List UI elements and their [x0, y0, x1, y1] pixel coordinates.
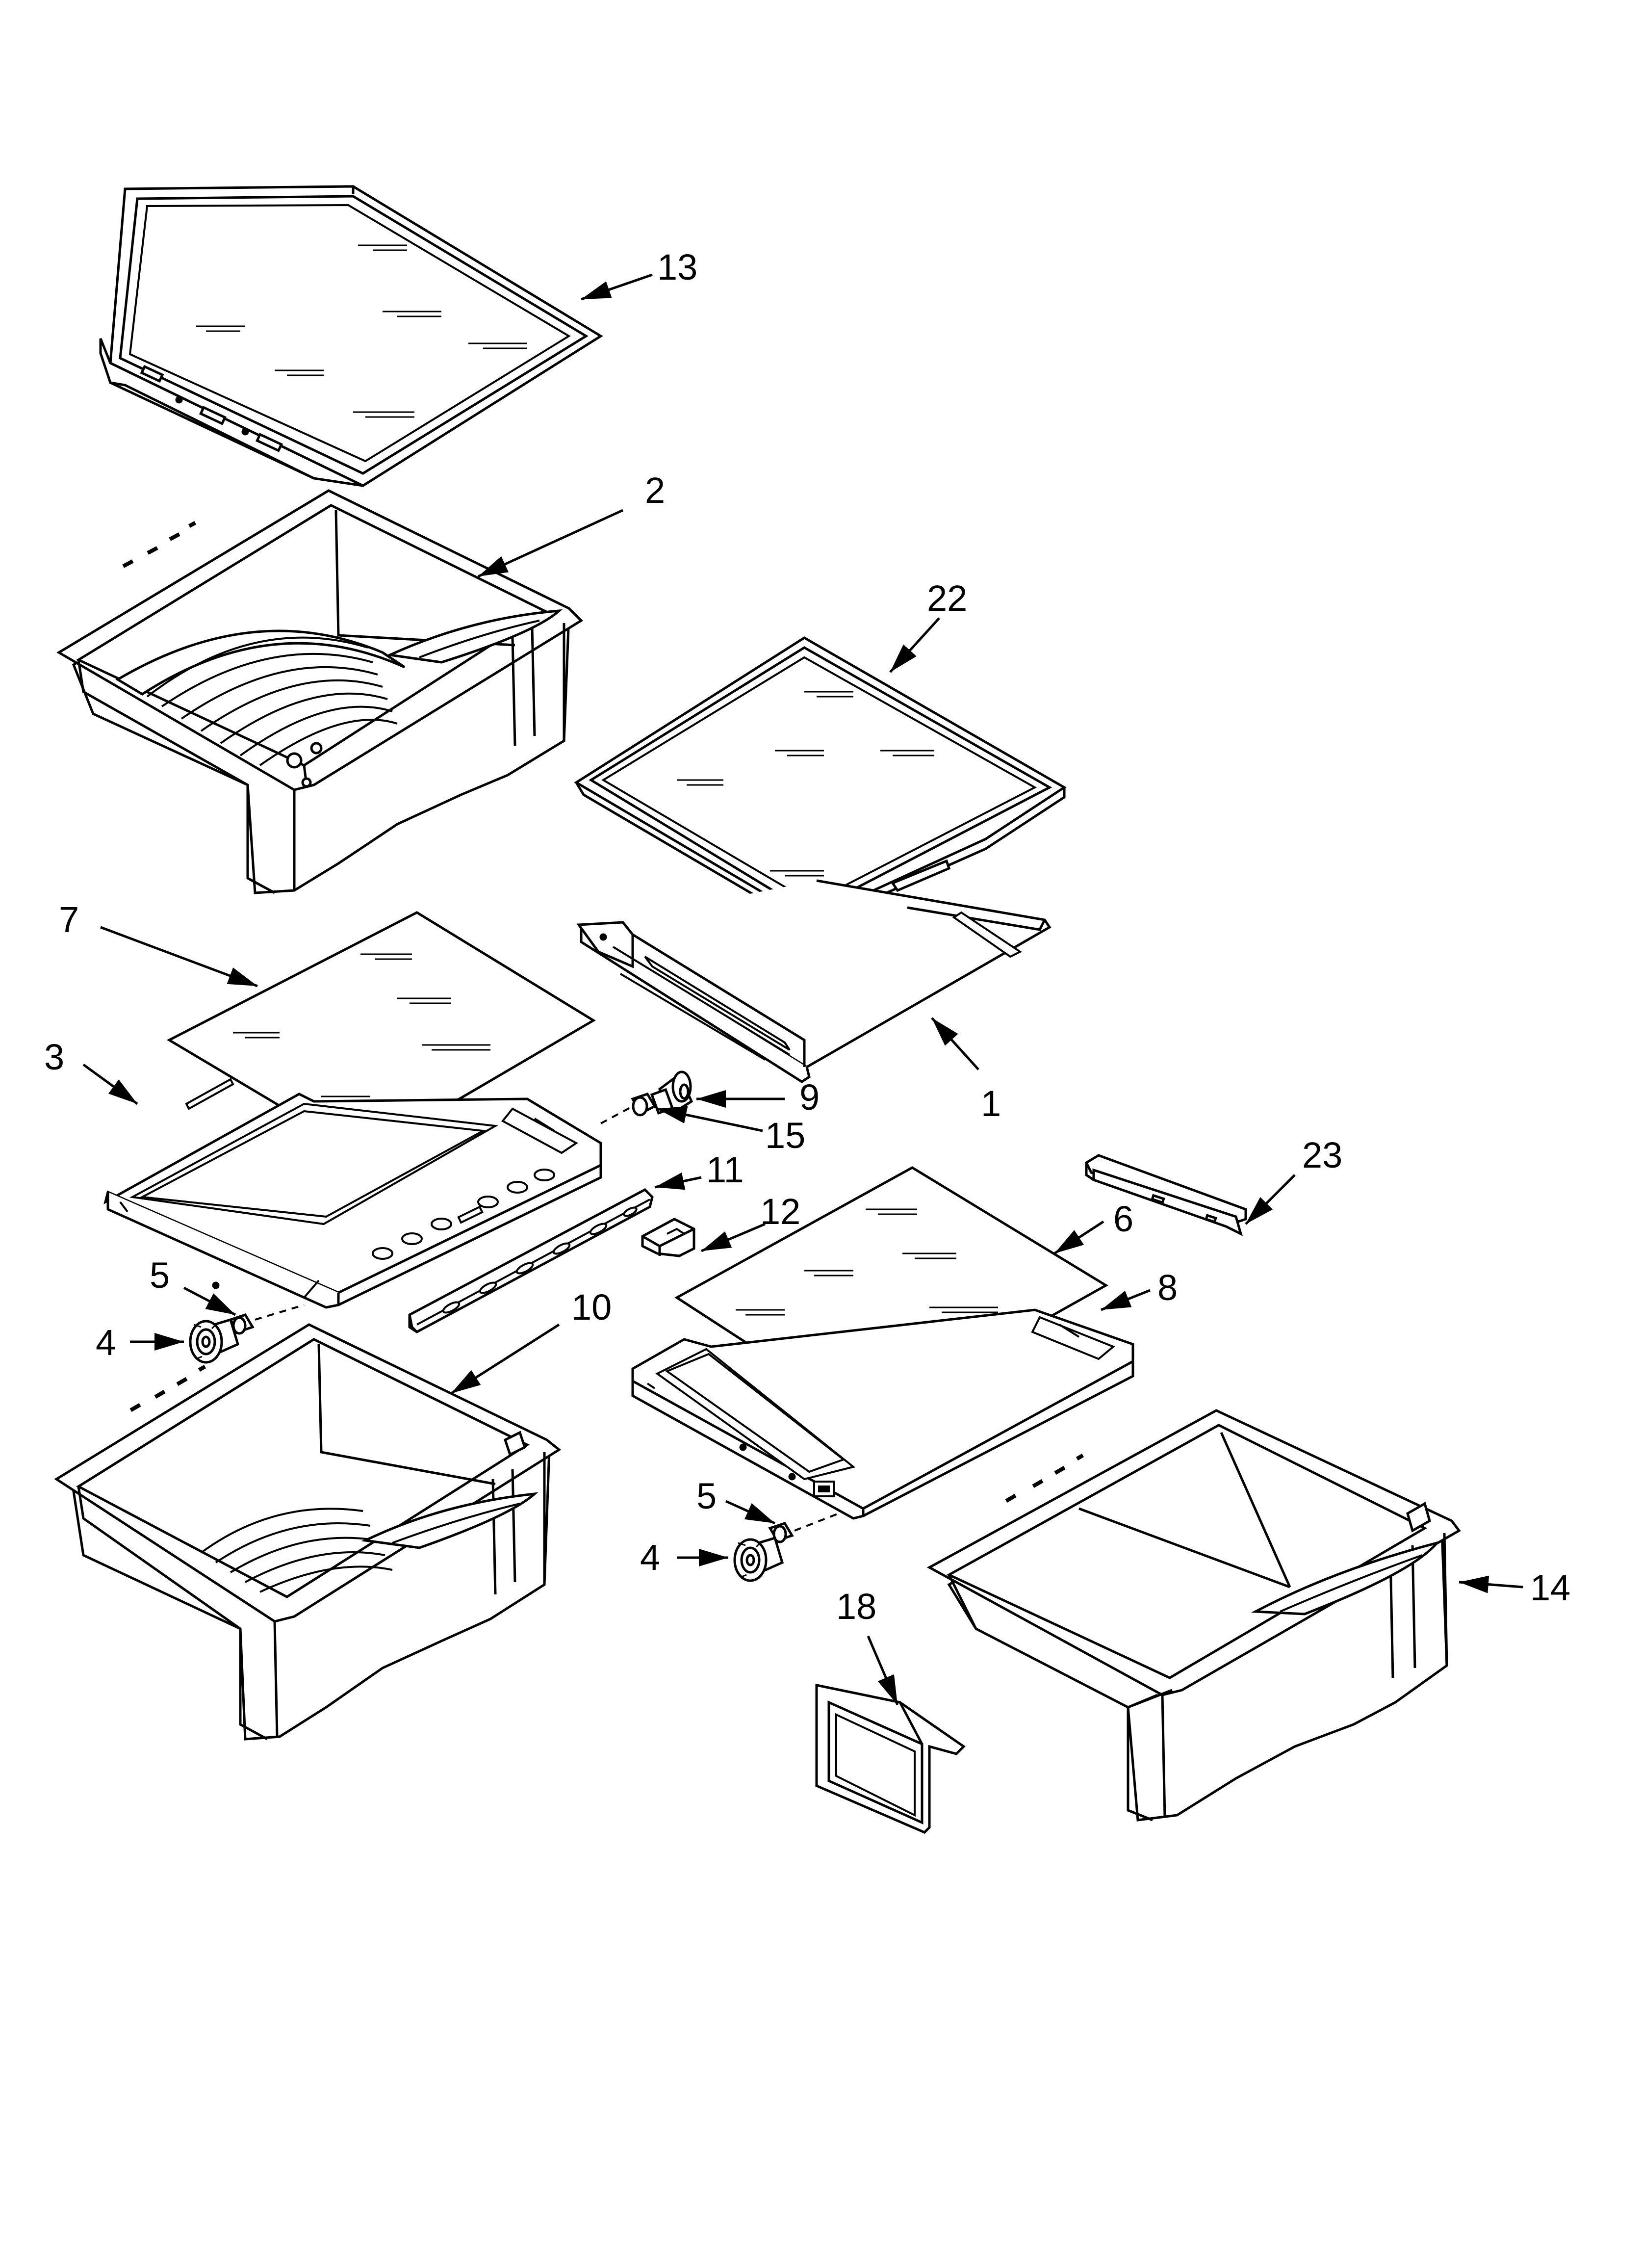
leader-5a: [183, 1286, 236, 1316]
roller-dashed-line-right: [794, 1512, 839, 1532]
leader-14: [1459, 1575, 1523, 1593]
part-9-roller: [652, 1072, 692, 1114]
leader-13: [581, 273, 653, 301]
leader-2: [477, 509, 624, 578]
callout-1: 1: [981, 1083, 1001, 1124]
callout-10: 10: [571, 1287, 612, 1328]
callout-14: 14: [1530, 1567, 1570, 1608]
part-18-label-card: [817, 1685, 964, 1832]
leader-10: [450, 1323, 560, 1395]
leader-lines: [82, 273, 1523, 1705]
leader-7: [100, 926, 258, 988]
part-5-screw-left: [231, 1315, 253, 1333]
leader-6: [1053, 1220, 1104, 1255]
callout-13: 13: [657, 247, 697, 287]
callout-2: 2: [645, 470, 665, 511]
callout-labels: 13 2 22 7 3 9 15 1 23 11 12 6 8 5 4 10 5…: [44, 247, 1570, 1627]
callout-11: 11: [706, 1149, 744, 1190]
leader-3: [82, 1063, 138, 1105]
part-4-roller-right: [735, 1538, 782, 1581]
callout-4a: 4: [96, 1322, 116, 1363]
callout-7: 7: [59, 899, 79, 940]
part-4-roller-left: [190, 1320, 238, 1362]
part-23-rail: [1086, 1155, 1246, 1234]
part-2-upper-crisper-drawer: [59, 491, 581, 893]
callout-4b: 4: [640, 1537, 660, 1578]
leader-11: [654, 1173, 702, 1190]
part-14-lower-large-drawer: [929, 1410, 1459, 1820]
leader-8: [1101, 1289, 1151, 1311]
callout-8: 8: [1157, 1267, 1178, 1308]
leader-18: [867, 1636, 899, 1705]
callout-9: 9: [799, 1077, 820, 1118]
leader-12: [701, 1223, 766, 1252]
callout-3: 3: [44, 1037, 64, 1077]
leader-15: [657, 1106, 763, 1132]
part-1-shelf-frame: [579, 881, 1050, 1082]
callout-6: 6: [1113, 1199, 1133, 1239]
callout-5a: 5: [150, 1255, 170, 1296]
callout-5b: 5: [696, 1476, 717, 1516]
callout-22: 22: [927, 578, 967, 619]
part-22-glass-shelf: [576, 638, 1064, 930]
callout-23: 23: [1302, 1135, 1342, 1175]
part-7-glass-panel: [169, 912, 593, 1155]
roller-dashed-line-upper: [600, 1105, 633, 1124]
part-15-screw: [633, 1094, 655, 1115]
leader-22: [889, 617, 940, 673]
part-5-screw-right: [770, 1523, 792, 1542]
leader-5b: [725, 1500, 776, 1525]
part-13-crisper-cover-shelf: [101, 186, 601, 486]
leader-1: [931, 1017, 979, 1070]
part-8-crisper-cover-frame: [633, 1310, 1133, 1518]
callout-12: 12: [760, 1191, 800, 1232]
callout-15: 15: [765, 1115, 805, 1156]
part-12-clip: [642, 1219, 694, 1256]
roller-dashed-line-left: [255, 1304, 305, 1321]
part-10-lower-crisper-drawer: [56, 1325, 559, 1739]
part-11-bar: [410, 1190, 652, 1332]
part-3-crisper-cover-frame: [105, 1079, 601, 1307]
callout-18: 18: [836, 1586, 876, 1627]
leader-23: [1245, 1174, 1296, 1225]
